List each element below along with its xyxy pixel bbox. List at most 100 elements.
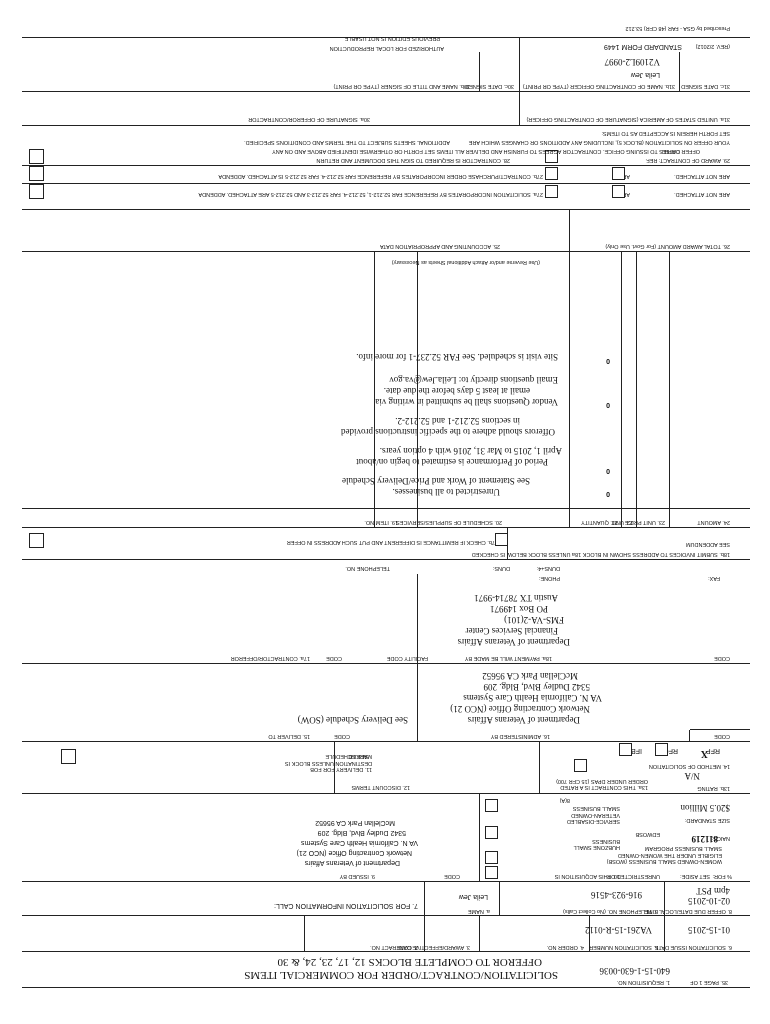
set-aside-label: SET ASIDE: [680, 873, 710, 879]
schedule-line-5: Offerors should adhere to the specific i… [340, 427, 555, 437]
remittance-checkbox[interactable] [29, 533, 44, 548]
deliver-to-label: 15. DELIVER TO [268, 733, 310, 739]
phone-label: b. TELEPHONE NO. (No Collect Calls) [563, 908, 658, 914]
contractor-label: 17a. CONTRACTOR/OFFEROR [230, 655, 310, 661]
issued-line-2: Network Contracting Office (NCO 21) [296, 849, 412, 856]
award-date-label: 3. AWARD/EFFECTIVE DATE [396, 944, 470, 950]
unrestricted-checkbox[interactable] [485, 866, 498, 879]
offer-due-time: 4pm PST [696, 886, 730, 896]
schedule-line-7: Vendor Questions shall be submitted in w… [375, 397, 558, 407]
col-supplies-header: 20. SCHEDULE OF SUPPLIES/SERVICES [396, 519, 502, 525]
payment-line-3: FMS-VA-2(101) [504, 615, 564, 625]
delivery-fob-checkbox[interactable] [61, 749, 76, 764]
offer-due-date: 02-10-2015 [688, 896, 730, 906]
requisition-number: 640-15-1-630-0036 [599, 966, 671, 976]
clause-27b: 27b. CONTRACT/PURCHASE ORDER INCORPORATE… [218, 173, 543, 179]
payment-line-5: Austin TX 78714-9971 [474, 593, 558, 603]
duns-label: DUNS: [492, 565, 510, 571]
rfp-mark[interactable]: X [700, 748, 708, 759]
are-a-checkbox[interactable] [612, 185, 625, 198]
rating-value: N/A [684, 771, 701, 781]
schedule-line-8: email at least 5 days before the due dat… [383, 386, 530, 396]
naics-label: NAICS: [711, 835, 730, 841]
fax-label: FAX: [708, 575, 720, 581]
rated-order-label: 13a. THIS CONTRACT IS A RATED ORDER UNDE… [556, 777, 648, 790]
quantity-3: 0 [606, 401, 610, 408]
rfq-checkbox[interactable] [655, 743, 668, 756]
total-award-label: 26. TOTAL AWARD AMOUNT (For Govt. Use On… [605, 243, 730, 249]
unrestricted-label: UNRESTRICTED OR [607, 873, 660, 879]
eight-a-label: 8(A) [559, 797, 570, 803]
set-aside-pct: % FOR: [712, 873, 732, 879]
are-not-b-checkbox[interactable] [545, 167, 558, 180]
wosb-checkbox[interactable] [485, 851, 498, 864]
issued-by-label: 9. ISSUED BY [339, 873, 375, 879]
issued-line-4: 5342 Dudley Blvd, Bldg. 209 [317, 829, 406, 836]
contractor-sign-checkbox[interactable] [29, 149, 44, 164]
name-label: a. NAME [467, 908, 490, 914]
date-signed-31c: 31c. DATE SIGNED [681, 83, 730, 89]
hubzone-checkbox[interactable] [485, 826, 498, 839]
sdvosb-label: SERVICE-DISABLED VETERAN-OWNED SMALL BUS… [566, 805, 620, 824]
solicitation-issue-label: 6. SOLICITATION ISSUE DATE [654, 944, 732, 950]
order-no-label: 4. ORDER NO. [546, 944, 584, 950]
issue-date: 01-15-2015 [688, 925, 730, 935]
ifb-label: IFB [631, 747, 642, 754]
size-standard-label: SIZE STANDARD: [684, 817, 730, 823]
ifb-checkbox[interactable] [619, 743, 632, 756]
clause-27b-checkbox[interactable] [29, 166, 44, 181]
submit-invoices-label: 18b. SUBMIT INVOICES TO ADDRESS SHOWN IN… [471, 551, 730, 557]
contractor-text-2: COPIES TO ISSUING OFFICE. CONTRACTOR AGR… [272, 148, 680, 154]
are-b-checkbox[interactable] [612, 167, 625, 180]
rated-order-checkbox[interactable] [574, 759, 587, 772]
award-text-3: YOUR OFFER ON SOLICITATION (BLOCK 5), IN… [468, 139, 730, 145]
col-amount-header: 24. AMOUNT [697, 519, 730, 525]
are-not-a-checkbox[interactable] [545, 185, 558, 198]
info-call-label: 7. FOR SOLICITATION INFORMATION CALL: [274, 902, 418, 909]
co-name-label: 31b. NAME OF CONTRACTING OFFICER (TYPE O… [522, 83, 675, 89]
phone-label-17: PHONE: [538, 575, 560, 581]
clause-27a-checkbox[interactable] [29, 184, 44, 199]
issued-code-label: CODE [444, 873, 460, 879]
schedule-line-6: in sections 52.212-1 and 52.212-2. [395, 416, 520, 426]
administered-by-label: 16. ADMINISTERED BY [490, 733, 550, 739]
phone-number: 916-923-4516 [591, 890, 642, 900]
admin-code-label: CODE [714, 733, 730, 739]
sdvosb-checkbox[interactable] [485, 799, 498, 812]
accounting-label: 25. ACCOUNTING AND APPROPRIATION DATA [379, 243, 500, 249]
requisition-label: 1. REQUISITION NO. [616, 979, 670, 985]
award-text-4: SET FORTH HEREIN IS ACCEPTED AS TO ITEMS… [601, 130, 730, 136]
contact-name: Leila Jew [458, 893, 488, 900]
contractor-text-1: 28. CONTRACTOR IS REQUIRED TO SIGN THIS … [316, 157, 510, 163]
col-item-header: 19. ITEM NO. [364, 519, 398, 525]
clause-27a: 27a. SOLICITATION INCORPORATES BY REFERE… [198, 191, 544, 197]
discount-terms-label: 12. DISCOUNT TERMS [351, 784, 410, 790]
deliver-code-label: CODE [334, 733, 350, 739]
size-standard-value: $20.5 Million [680, 803, 730, 813]
sig-us-label: 31a. UNITED STATES OF AMERICA (SIGNATURE… [526, 116, 730, 122]
remittance-label: 17b. CHECK IF REMITTANCE IS DIFFERENT AN… [286, 539, 498, 545]
method-label: 14. METHOD OF SOLICITATION [648, 763, 730, 769]
solicitation-number: VA261-15-R-0112 [585, 925, 652, 935]
payment-line-4: PO Box 149971 [489, 604, 548, 614]
edwosb-label: EDWOSB [635, 831, 660, 837]
frame-top [22, 987, 750, 988]
wosb-label: WOMEN-OWNED SMALL BUSINESS (WOSB) ELIGIB… [606, 845, 722, 864]
admin-line-3: VA N. California Health Care Systems [463, 693, 602, 703]
see-addendum: SEE ADDENDUM [685, 541, 730, 547]
admin-line-4: 5342 Dudley Blvd, Bldg. 209 [483, 682, 590, 692]
quantity-2: 0 [606, 467, 610, 474]
col-quantity-header: 21. QUANTITY [581, 519, 618, 525]
issued-line-1: Department of Veterans Affairs [304, 859, 400, 866]
form-subtitle: OFFEROR TO COMPLETE BLOCKS 12, 17, 23, 2… [277, 956, 542, 968]
prescribed-label: Prescribed by GSA - FAR (48 CFR) 53.212 [625, 25, 730, 31]
payment-code-label: CODE [714, 655, 730, 661]
payment-line-2: Financial Services Center [465, 626, 558, 636]
quantity-1: 0 [606, 490, 610, 497]
admin-line-5: McClellan Park CA 95652 [482, 671, 578, 681]
facility-code-label: FACILITY CODE [386, 655, 428, 661]
rfp-label: RFP [706, 747, 720, 754]
date-signed-30c: 30c. DATE SIGNED [465, 83, 514, 89]
issued-line-3: VA N. California Health Care Systems [301, 839, 418, 846]
